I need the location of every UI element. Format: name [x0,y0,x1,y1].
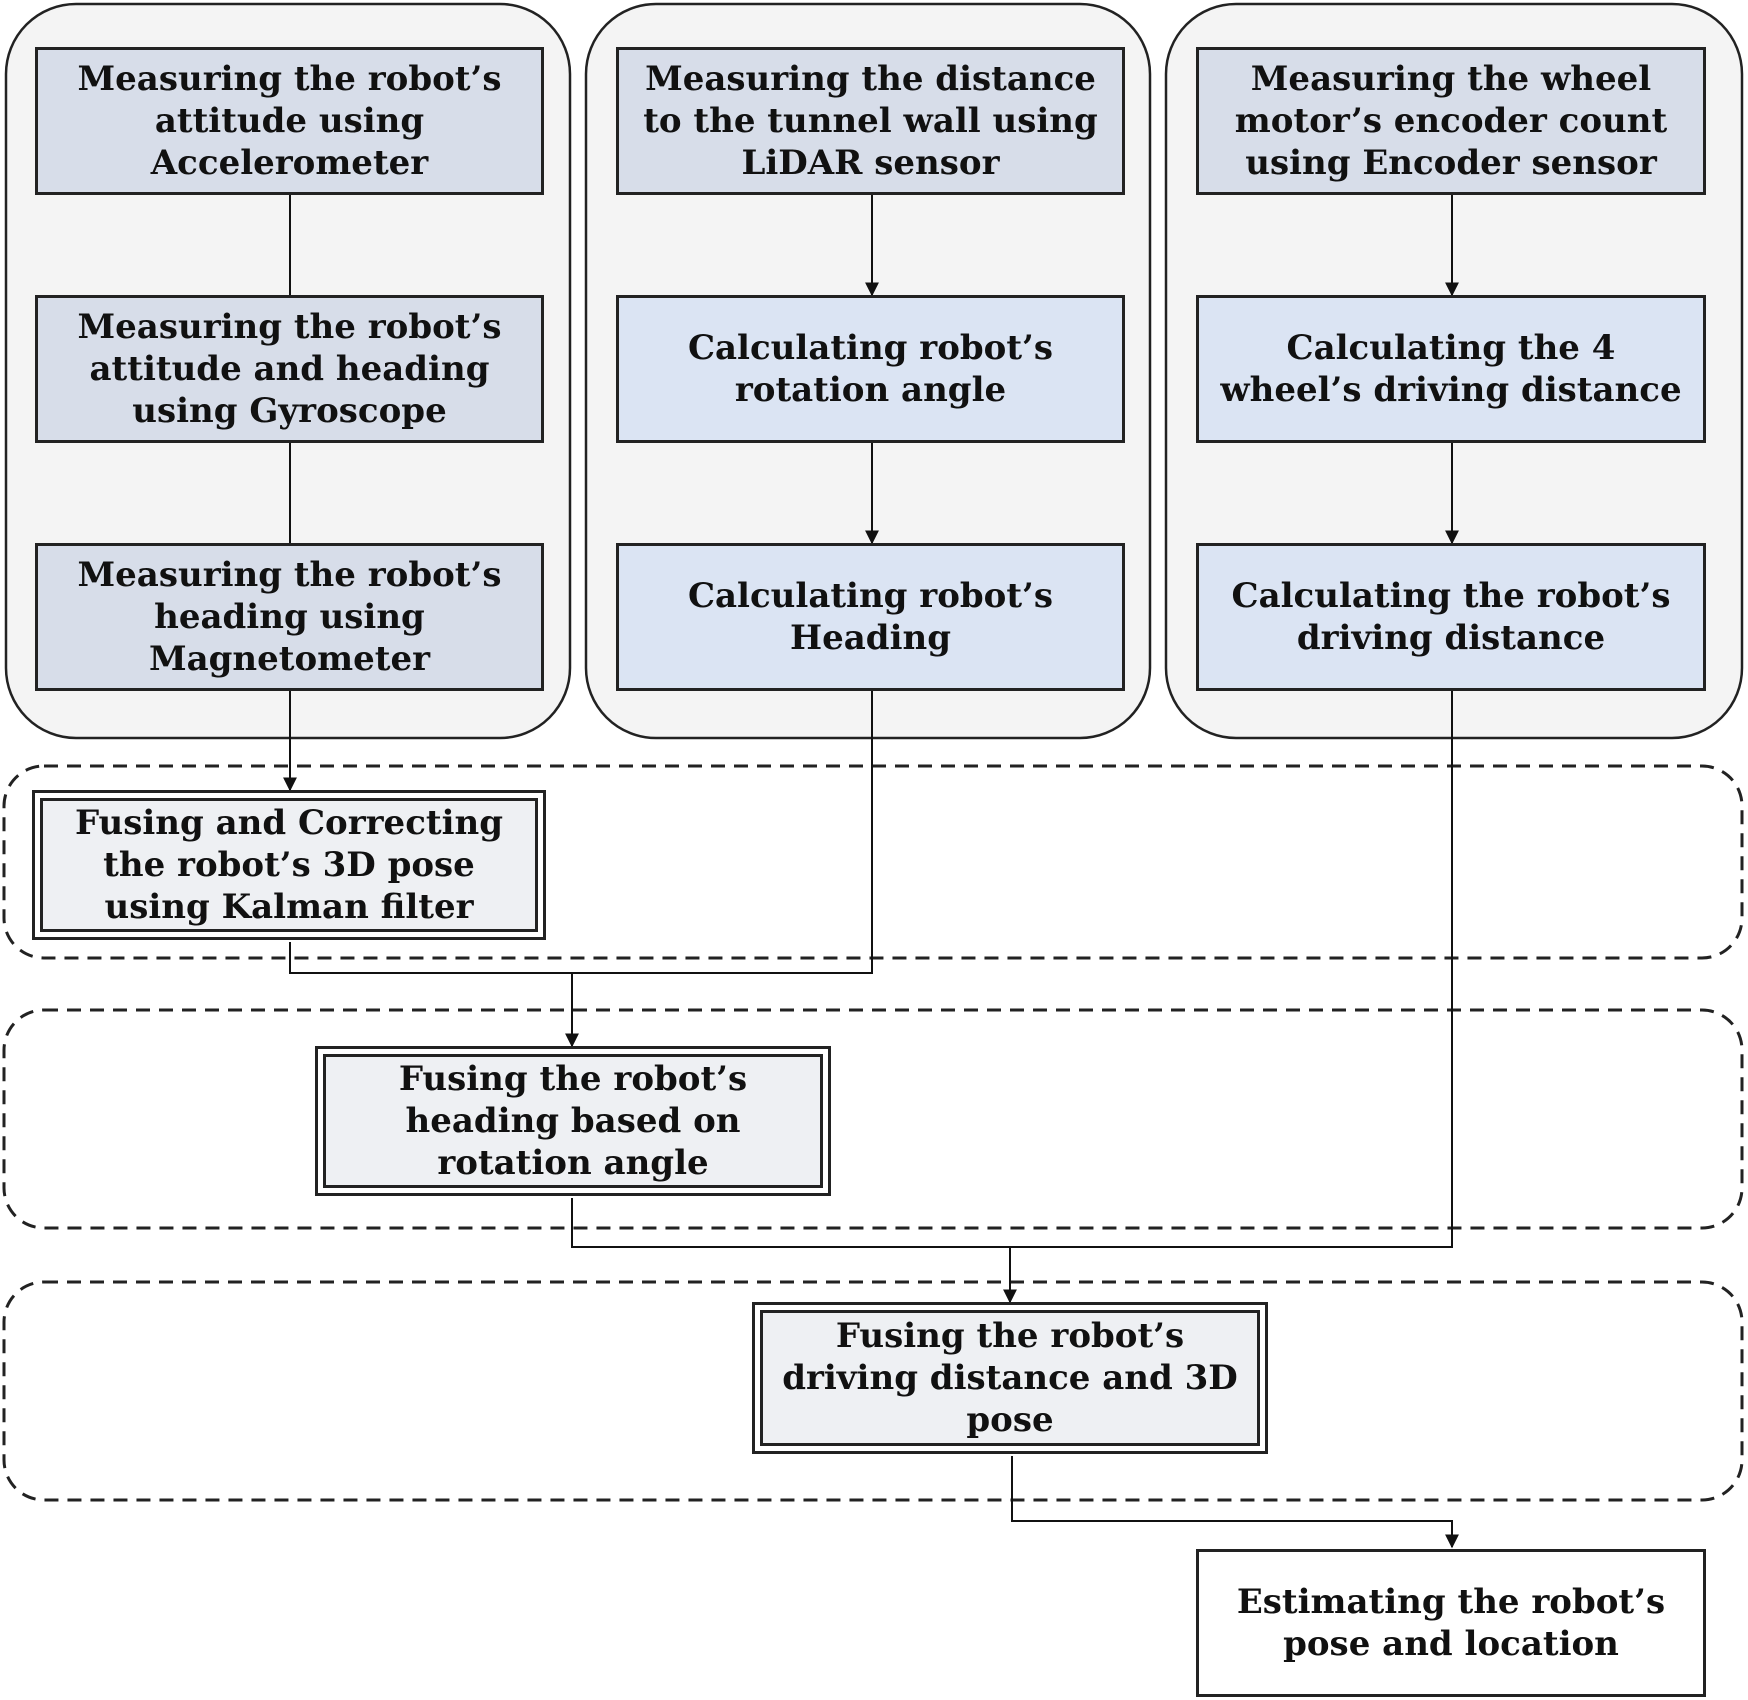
node-wheel-distance: Calculating the 4 wheel’s driving distan… [1196,295,1706,443]
link-kalman-merge [289,691,873,974]
node-lidar: Measuring the distance to the tunnel wal… [616,47,1125,195]
node-fuse-heading: Fusing the robot’s heading based on rota… [315,1046,831,1196]
node-fuse-distance: Fusing the robot’s driving distance and … [752,1302,1268,1454]
stage-heading [2,1008,1744,1230]
stage-distance [2,1280,1744,1502]
node-accelerometer: Measuring the robot’s attitude using Acc… [35,47,544,195]
node-estimate-pose: Estimating the robot’s pose and location [1196,1549,1706,1697]
node-kalman-fusion: Fusing and Correcting the robot’s 3D pos… [32,790,546,940]
node-gyroscope: Measuring the robot’s attitude and headi… [35,295,544,443]
link-fuse-heading-merge [571,691,1453,1248]
node-heading: Calculating robot’s Heading [616,543,1125,691]
arrow-fuse-estimate [1011,1456,1459,1549]
node-encoder: Measuring the wheel motor’s encoder coun… [1196,47,1706,195]
node-driving-distance: Calculating the robot’s driving distance [1196,543,1706,691]
node-magnetometer: Measuring the robot’s heading using Magn… [35,543,544,691]
node-rotation-angle: Calculating robot’s rotation angle [616,295,1125,443]
